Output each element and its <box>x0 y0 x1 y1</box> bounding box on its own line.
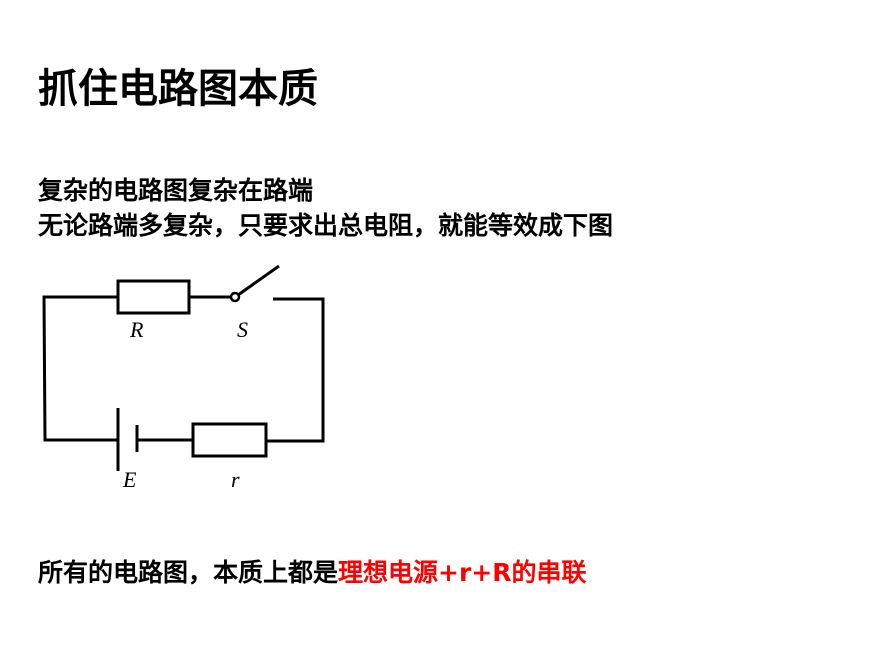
text-line-1: 复杂的电路图复杂在路端 <box>38 176 314 205</box>
label-S: S <box>237 317 248 342</box>
wire-right <box>266 297 325 443</box>
text-line-2: 无论路端多复杂，只要求出总电阻，就能等效成下图 <box>38 211 614 240</box>
wire-top-left <box>42 295 118 442</box>
label-E: E <box>122 467 137 492</box>
resistor-r <box>191 422 268 458</box>
switch-lever <box>237 264 280 297</box>
resistor-R <box>116 279 191 315</box>
text-line-3: 所有的电路图，本质上都是理想电源+r+R的串联 <box>38 553 587 589</box>
conclusion-prefix: 所有的电路图，本质上都是 <box>38 558 339 587</box>
label-r: r <box>231 467 240 492</box>
slide-title: 抓住电路图本质 <box>38 66 318 112</box>
switch-pivot <box>229 291 241 303</box>
label-R: R <box>129 317 144 342</box>
conclusion-highlight: 理想电源+r+R的串联 <box>338 558 587 587</box>
